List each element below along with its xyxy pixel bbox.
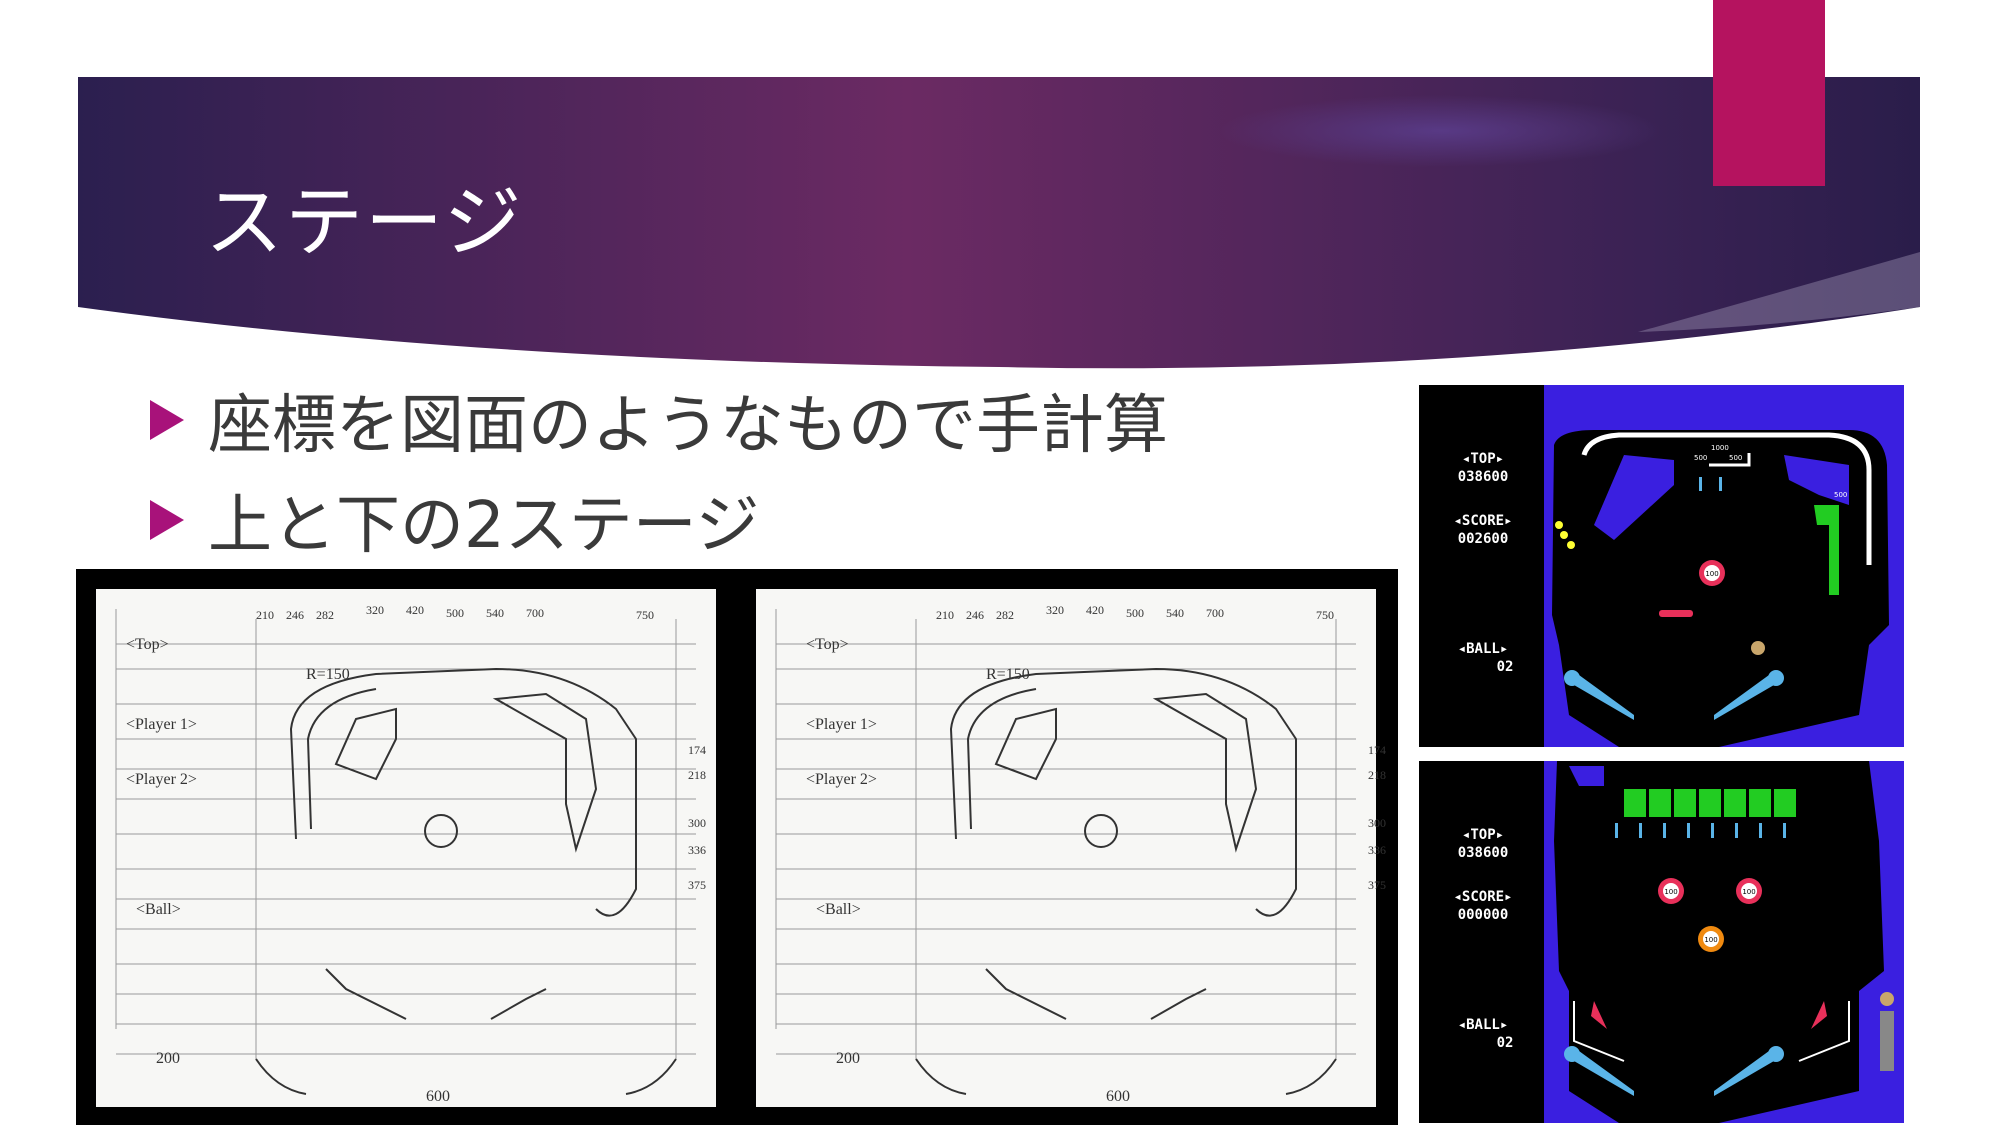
sketch-label: 282	[316, 608, 334, 622]
sketch-label: 320	[366, 603, 384, 617]
sketch-label: 420	[1086, 603, 1104, 617]
target-label: 500	[1729, 454, 1742, 462]
bullet-text: 上と下の2ステージ	[208, 489, 760, 563]
bumper-label: 100	[1742, 888, 1755, 896]
lower-stage-screenshot: 100 100 100 ◂TOP▸ 038600 ◂SCORE▸ 000000 …	[1419, 761, 1904, 1123]
sketch-label: 200	[156, 1050, 180, 1067]
sketch-label: 218	[688, 768, 706, 782]
bullet-list: 座標を図面のようなもので手計算 上と下の2ステージ	[150, 370, 1168, 570]
hud-top-label: ◂TOP▸	[1462, 827, 1504, 843]
sketch-label: 700	[526, 606, 544, 620]
sketch-label: 500	[446, 606, 464, 620]
sketch-label: 210	[256, 608, 274, 622]
sketch-label: 336	[1368, 843, 1386, 857]
sketch-label: R=150	[986, 666, 1030, 683]
sketch-label: <Player 2>	[126, 771, 197, 788]
hud-top-value: 038600	[1458, 845, 1509, 861]
sketch-label: 375	[1368, 878, 1386, 892]
sketch-label: 375	[688, 878, 706, 892]
hud-score-label: ◂SCORE▸	[1453, 513, 1512, 529]
sketch-label: 200	[836, 1050, 860, 1067]
target-label: 1000	[1711, 444, 1729, 452]
sketch-label: 246	[966, 608, 984, 622]
sketch-label: 174	[1368, 743, 1386, 757]
sketch-label: 300	[1368, 816, 1386, 830]
hud-ball-label: ◂BALL▸	[1458, 1017, 1509, 1033]
sketch-label: 246	[286, 608, 304, 622]
coordinate-sketch	[96, 589, 716, 1107]
bumper-label: 100	[1705, 570, 1718, 578]
bullet-triangle-icon	[150, 500, 184, 540]
sketch-label: <Player 2>	[806, 771, 877, 788]
target-label: 500	[1694, 454, 1707, 462]
sketch-label: R=150	[306, 666, 350, 683]
sketch-label: <Ball>	[136, 901, 181, 918]
hud-score-value: 000000	[1458, 907, 1509, 923]
sketch-label: 600	[1106, 1088, 1130, 1105]
sketch-label: 210	[936, 608, 954, 622]
title-band	[78, 77, 1920, 377]
sketch-label: 750	[636, 608, 654, 622]
sketch-label: 700	[1206, 606, 1224, 620]
sketch-label: <Ball>	[816, 901, 861, 918]
sketch-label: 500	[1126, 606, 1144, 620]
sketch-label: <Top>	[126, 636, 169, 653]
sketch-label: 300	[688, 816, 706, 830]
bumper-label: 100	[1664, 888, 1677, 896]
bumper-label: 100	[1704, 936, 1717, 944]
hud-top-label: ◂TOP▸	[1462, 451, 1504, 467]
hud-score-label: ◂SCORE▸	[1453, 889, 1512, 905]
sketch-label: <Player 1>	[126, 716, 197, 733]
sketch-label: 600	[426, 1088, 450, 1105]
accent-tab	[1713, 0, 1825, 186]
sketch-label: 282	[996, 608, 1014, 622]
slide-title: ステージ	[205, 178, 524, 268]
sketch-label: 218	[1368, 768, 1386, 782]
hud-ball-value: 02	[1497, 659, 1514, 675]
sketch-label: 174	[688, 743, 706, 757]
sketch-label: 540	[486, 606, 504, 620]
sketch-label: <Top>	[806, 636, 849, 653]
bullet-item: 座標を図面のようなもので手計算	[150, 370, 1168, 470]
hud-ball-value: 02	[1497, 1035, 1514, 1051]
target-label: 500	[1834, 491, 1847, 499]
sketch-label: <Player 1>	[806, 716, 877, 733]
hud-score-value: 002600	[1458, 531, 1509, 547]
coordinate-sketch	[756, 589, 1376, 1107]
sketch-label: 750	[1316, 608, 1334, 622]
upper-stage-screenshot: 100 1000 500 500 500 ◂TOP▸ 038600 ◂SCORE…	[1419, 385, 1904, 747]
bullet-item: 上と下の2ステージ	[150, 470, 1168, 570]
sketch-label: 320	[1046, 603, 1064, 617]
sketch-label: 420	[406, 603, 424, 617]
sketch-frame: <Top> <Player 1> <Player 2> <Ball> R=150…	[76, 569, 1398, 1125]
bullet-text: 座標を図面のようなもので手計算	[208, 389, 1168, 463]
bullet-triangle-icon	[150, 400, 184, 440]
hud-ball-label: ◂BALL▸	[1458, 641, 1509, 657]
sketch-label: 336	[688, 843, 706, 857]
hud-top-value: 038600	[1458, 469, 1509, 485]
sketch-label: 540	[1166, 606, 1184, 620]
